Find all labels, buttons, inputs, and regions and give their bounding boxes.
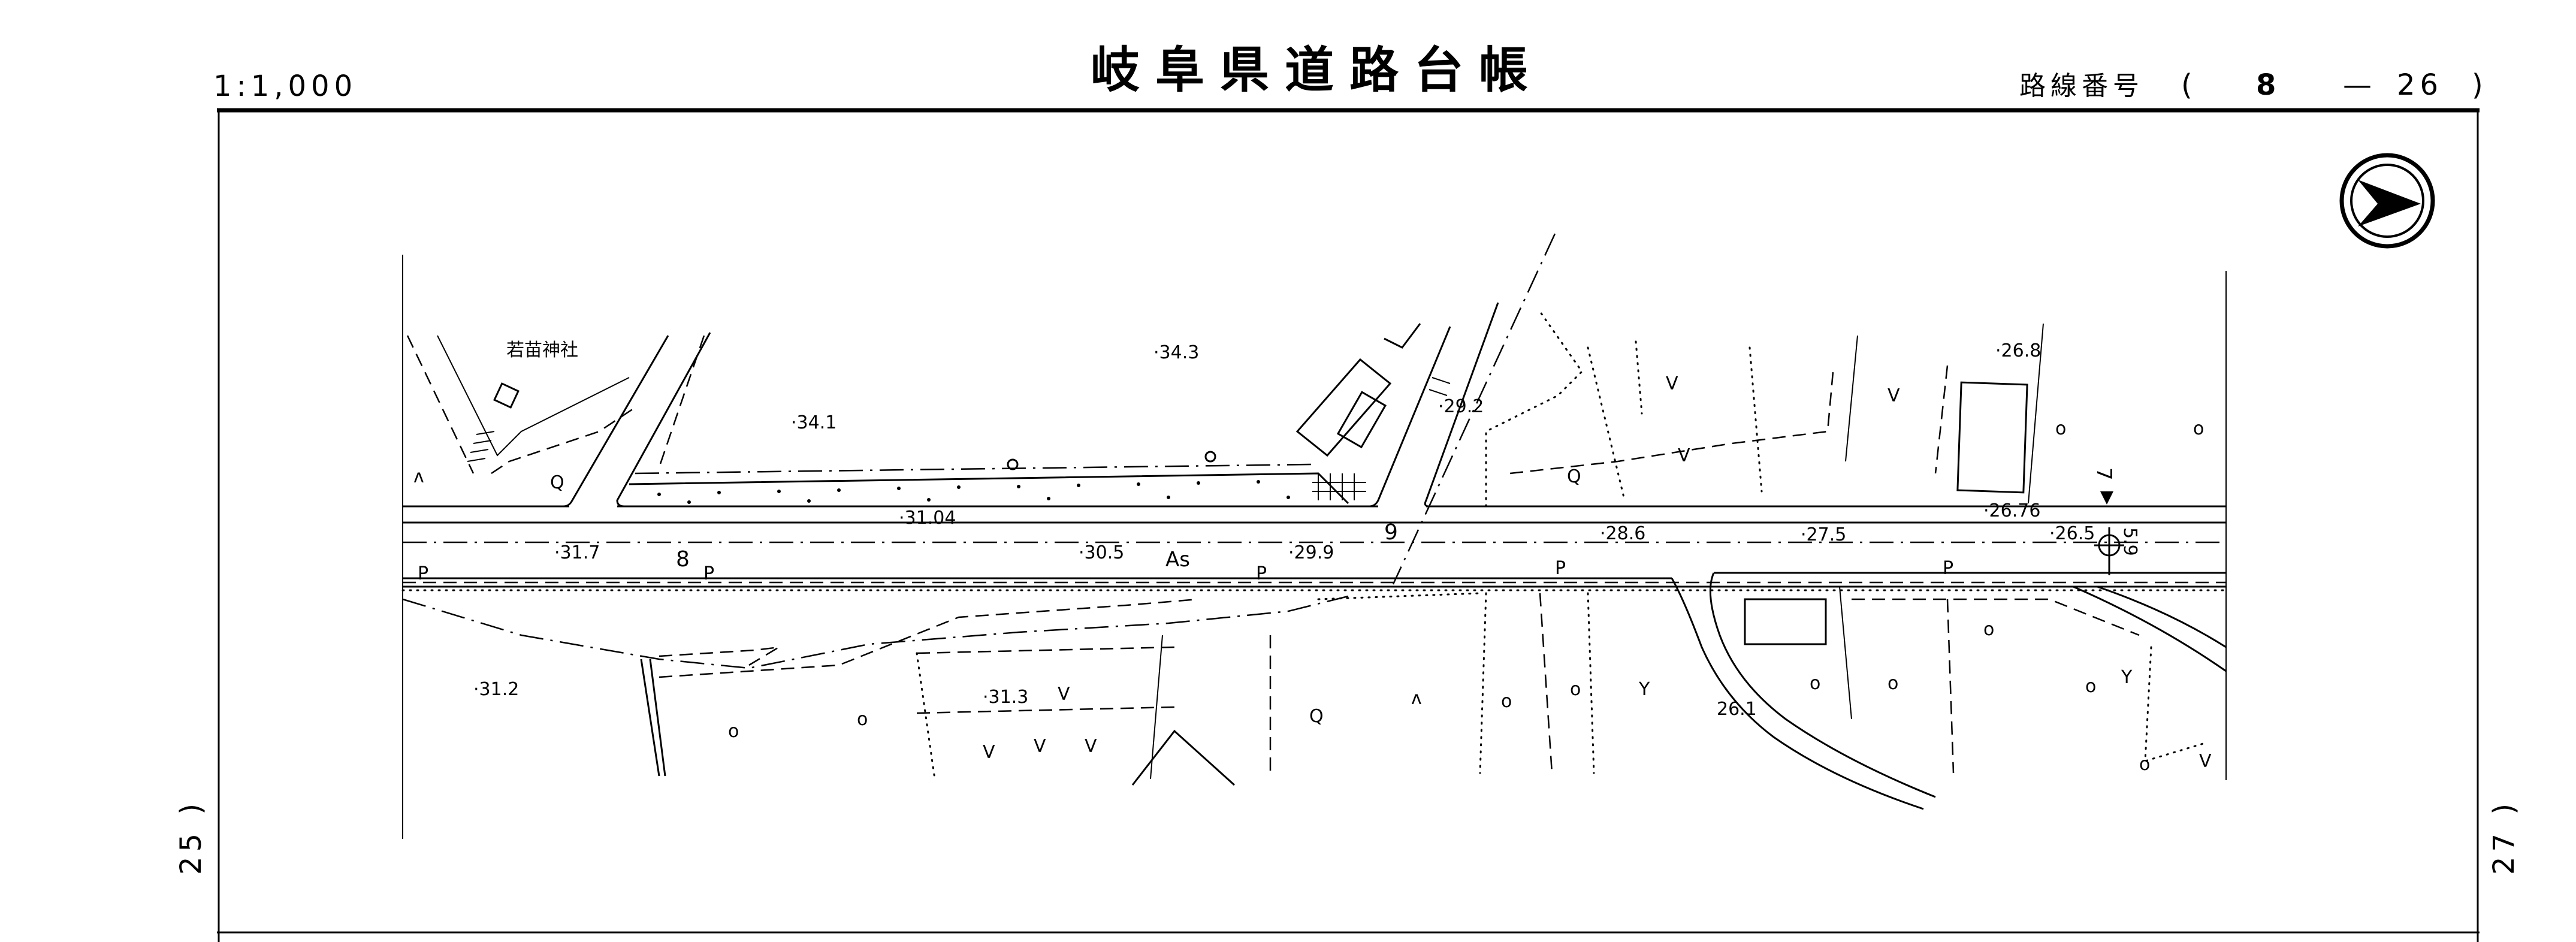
elevation-31-7: ·31.7 xyxy=(554,542,600,563)
elevation-28-6: ·28.6 xyxy=(1600,523,1645,544)
svg-text:o: o xyxy=(1810,673,1820,694)
route-minor: 26 xyxy=(2397,68,2443,102)
shrine-icon xyxy=(493,382,520,409)
svg-text:o: o xyxy=(857,709,868,730)
route-label: 路線番号 xyxy=(2019,71,2144,101)
north-arrow-icon xyxy=(2339,153,2435,249)
road-width-marker: 5.9 xyxy=(2094,527,2140,575)
svg-text:Y: Y xyxy=(1638,679,1650,700)
elevation-26-8: ·26.8 xyxy=(1995,340,2041,361)
svg-text:Q: Q xyxy=(1567,466,1581,487)
svg-text:ᐯ: ᐯ xyxy=(983,742,995,763)
main-road xyxy=(401,505,2227,591)
svg-text:ᐯ: ᐯ xyxy=(2199,751,2212,772)
station-8: 8 xyxy=(676,547,690,572)
elevation-26-5: ·26.5 xyxy=(2049,523,2095,544)
elevation-34-3: ·34.3 xyxy=(1153,342,1199,363)
svg-text:ᐯ: ᐯ xyxy=(1034,736,1046,757)
svg-text:5.9: 5.9 xyxy=(2119,527,2140,556)
svg-text:ʌ: ʌ xyxy=(413,466,424,487)
elevation-31-2: ·31.2 xyxy=(473,679,519,700)
svg-text:o: o xyxy=(2085,676,2096,697)
route-number: 路線番号 ( 8 — 26 ) xyxy=(2019,68,2488,102)
svg-text:o: o xyxy=(2139,754,2150,775)
svg-text:Q: Q xyxy=(550,472,564,493)
svg-text:ᐯ: ᐯ xyxy=(1888,385,1900,406)
svg-text:o: o xyxy=(1983,619,1994,640)
side-road-north-east xyxy=(1369,233,1556,585)
side-road-south-east xyxy=(2097,585,2227,648)
svg-text:Q: Q xyxy=(1309,706,1324,727)
sidewalk-strip xyxy=(629,451,1349,505)
building-east xyxy=(1956,381,2028,494)
route-dash: — xyxy=(2343,68,2376,102)
shrine-name: 若苗神社 xyxy=(506,340,578,361)
elevation-30-5: ·30.5 xyxy=(1079,542,1124,563)
scale-label: 1:1,000 xyxy=(213,70,357,103)
svg-text:P: P xyxy=(1256,563,1267,584)
route-major: 8 xyxy=(2256,68,2281,102)
station-9: 9 xyxy=(1384,520,1398,545)
left-page-ref: 25 ) xyxy=(174,799,208,875)
elevation-26-76: ·26.76 xyxy=(1983,500,2040,521)
svg-text:P: P xyxy=(1943,558,1953,579)
side-road-south-east-edge xyxy=(2073,585,2227,672)
svg-text:o: o xyxy=(2193,418,2204,439)
side-road-south xyxy=(1671,572,1936,810)
elevation-34-1: ·34.1 xyxy=(791,412,836,433)
surface-type: As xyxy=(1165,548,1190,572)
station-7-marker: 7 xyxy=(2092,467,2116,505)
page-title: 岐阜県道路台帳 xyxy=(1091,42,1544,99)
building-south-west xyxy=(1131,729,1236,786)
svg-text:o: o xyxy=(1888,673,1898,694)
svg-text:P: P xyxy=(418,563,428,584)
elevation-29-2: ·29.2 xyxy=(1438,396,1484,417)
svg-text:ᐯ: ᐯ xyxy=(1666,373,1678,394)
route-close-paren: ) xyxy=(2472,68,2488,102)
shrine-grounds xyxy=(406,335,636,475)
svg-text:ᐯ: ᐯ xyxy=(1058,684,1070,705)
svg-text:ʌ: ʌ xyxy=(1411,688,1422,709)
svg-text:P: P xyxy=(1555,558,1566,579)
building-north-east xyxy=(1295,323,1451,500)
svg-text:7: 7 xyxy=(2092,467,2116,481)
svg-text:o: o xyxy=(2055,418,2066,439)
right-page-ref: 27 ) xyxy=(2487,799,2521,875)
elevation-31-04: ·31.04 xyxy=(899,508,956,529)
route-open-paren: ( xyxy=(2181,68,2197,102)
utility-pole-markers: P P P P P xyxy=(418,558,1953,584)
land-use-symbols: ʌ Q Q ᐯ ᐯ ᐯ ᐯ ᐯ ᐯ ᐯ o o Q ʌ o o Y o o o … xyxy=(413,373,2212,775)
svg-text:ᐯ: ᐯ xyxy=(1678,445,1690,466)
svg-text:o: o xyxy=(1570,679,1581,700)
svg-text:o: o xyxy=(1501,691,1512,712)
elevation-29-9: ·29.9 xyxy=(1288,542,1334,563)
parcel-boundaries xyxy=(402,310,2206,780)
elevation-26-1: 26.1 xyxy=(1717,699,1757,720)
side-road-north-west xyxy=(563,332,711,508)
elevation-27-5: ·27.5 xyxy=(1801,524,1846,545)
svg-text:Y: Y xyxy=(2121,667,2133,688)
svg-text:o: o xyxy=(728,721,739,742)
svg-text:P: P xyxy=(703,563,714,584)
elevation-31-3: ·31.3 xyxy=(983,687,1028,708)
building-south xyxy=(1744,598,1827,645)
svg-text:ᐯ: ᐯ xyxy=(1085,736,1097,757)
